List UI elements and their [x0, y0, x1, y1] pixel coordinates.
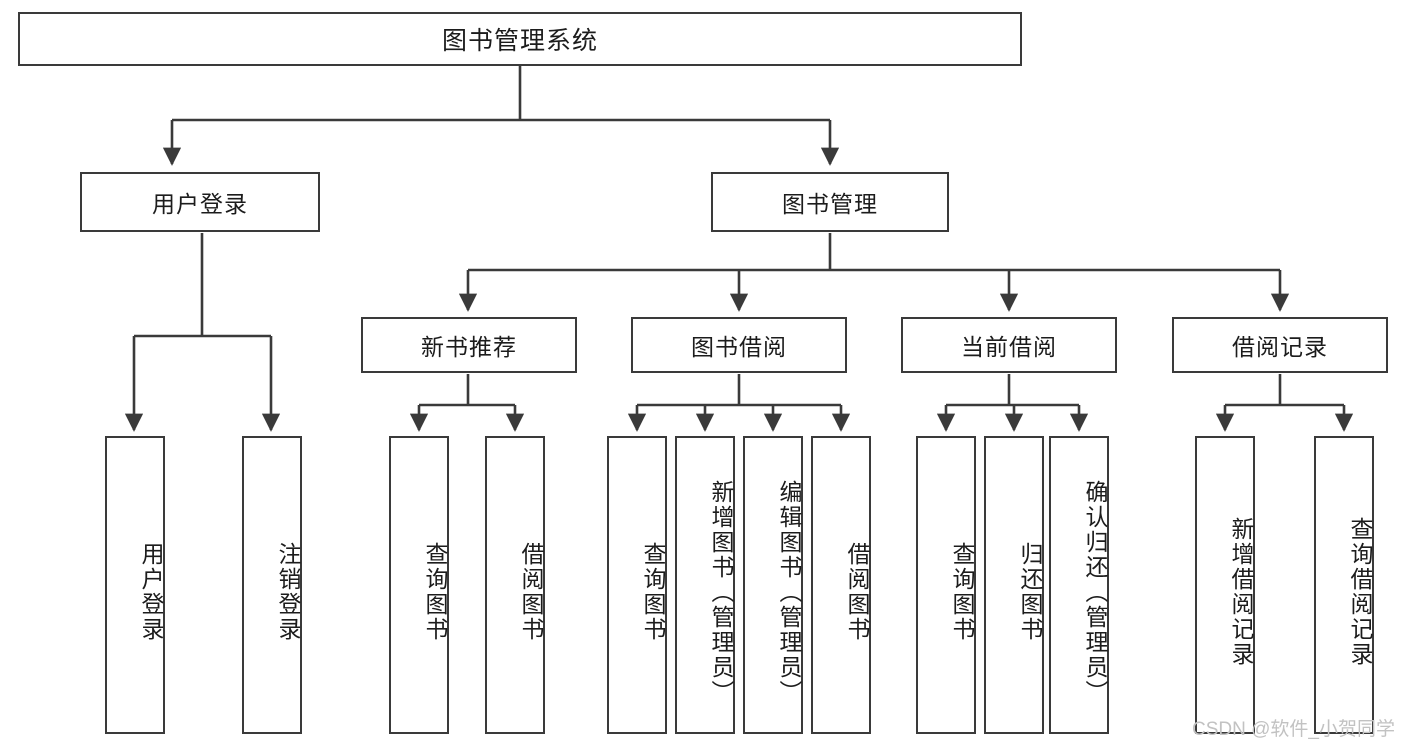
- leaf-user-login[interactable]: 用户登录: [105, 436, 165, 734]
- leaf-return-book-label: 归还图书: [1017, 542, 1043, 642]
- leaf-query-book-1[interactable]: 查询图书: [389, 436, 449, 734]
- node-book-manage[interactable]: 图书管理: [711, 172, 949, 232]
- leaf-edit-book-label: 编辑图书（管理员）: [776, 479, 802, 705]
- leaf-query-record[interactable]: 查询借阅记录: [1314, 436, 1374, 734]
- leaf-logout-login[interactable]: 注销登录: [242, 436, 302, 734]
- node-root[interactable]: 图书管理系统: [18, 12, 1022, 66]
- node-user-login[interactable]: 用户登录: [80, 172, 320, 232]
- node-user-login-label: 用户登录: [152, 191, 248, 217]
- node-book-manage-label: 图书管理: [782, 191, 878, 217]
- leaf-borrow-book-2[interactable]: 借阅图书: [811, 436, 871, 734]
- leaf-query-book-2[interactable]: 查询图书: [607, 436, 667, 734]
- leaf-user-login-label: 用户登录: [138, 542, 164, 642]
- watermark: CSDN @软件_小贺同学: [1192, 719, 1395, 740]
- node-book-borrow-label: 图书借阅: [691, 334, 787, 360]
- leaf-add-book[interactable]: 新增图书（管理员）: [675, 436, 735, 734]
- leaf-confirm-return-label: 确认归还（管理员）: [1082, 479, 1108, 705]
- node-borrow-record[interactable]: 借阅记录: [1172, 317, 1388, 373]
- leaf-query-record-label: 查询借阅记录: [1347, 517, 1373, 667]
- node-current-borrow[interactable]: 当前借阅: [901, 317, 1117, 373]
- leaf-confirm-return[interactable]: 确认归还（管理员）: [1049, 436, 1109, 734]
- leaf-query-book-1-label: 查询图书: [422, 542, 448, 642]
- leaf-query-book-3[interactable]: 查询图书: [916, 436, 976, 734]
- leaf-add-book-label: 新增图书（管理员）: [708, 479, 734, 705]
- leaf-return-book[interactable]: 归还图书: [984, 436, 1044, 734]
- node-current-borrow-label: 当前借阅: [961, 334, 1057, 360]
- leaf-edit-book[interactable]: 编辑图书（管理员）: [743, 436, 803, 734]
- leaf-borrow-book-2-label: 借阅图书: [844, 542, 870, 642]
- leaf-add-record[interactable]: 新增借阅记录: [1195, 436, 1255, 734]
- leaf-add-record-label: 新增借阅记录: [1228, 517, 1254, 667]
- leaf-query-book-2-label: 查询图书: [640, 542, 666, 642]
- node-borrow-record-label: 借阅记录: [1232, 334, 1328, 360]
- leaf-query-book-3-label: 查询图书: [949, 542, 975, 642]
- node-root-label: 图书管理系统: [441, 27, 598, 55]
- leaf-borrow-book-1-label: 借阅图书: [518, 542, 544, 642]
- node-book-borrow[interactable]: 图书借阅: [631, 317, 847, 373]
- leaf-borrow-book-1[interactable]: 借阅图书: [485, 436, 545, 734]
- leaf-logout-login-label: 注销登录: [275, 542, 301, 642]
- node-new-book-recommend-label: 新书推荐: [421, 334, 517, 360]
- node-new-book-recommend[interactable]: 新书推荐: [361, 317, 577, 373]
